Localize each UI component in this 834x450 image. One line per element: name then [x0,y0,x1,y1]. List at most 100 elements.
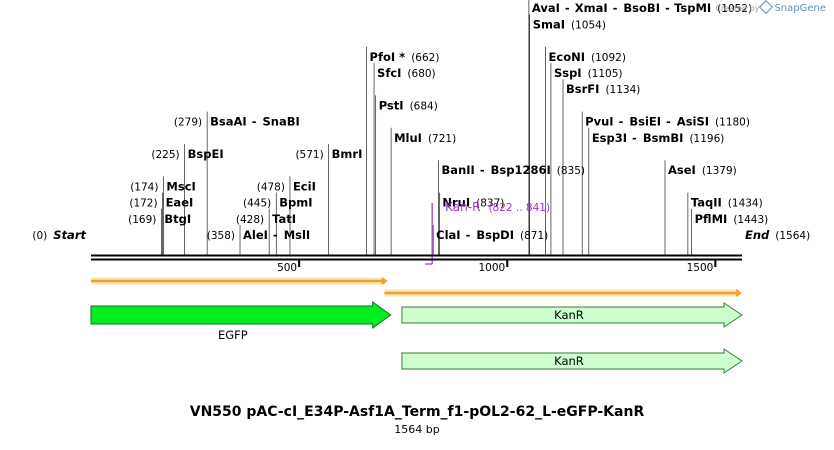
snapgene-logo-icon [759,0,774,15]
site-label-num: (835) [557,165,585,177]
site-label-num: (0) [32,230,47,242]
site-label: TatI [272,212,296,226]
site-label: End(1564) [745,228,810,242]
scale-tick-label: 1500 [687,262,714,274]
site-label-name: BpmI [279,196,312,210]
site-label: NruI(837) [442,196,504,210]
site-label-name: AsiSI [677,115,709,129]
site-label: TaqII (1434) [691,196,763,210]
map-size: 1564 bp [394,423,440,436]
site-label-sep: - [273,228,278,242]
site-label-name: MslI [284,228,311,242]
site-label: PflMI(1443) [695,212,769,226]
site-label-num: (1196) [689,133,724,145]
credit-prefix: Created by [715,4,760,13]
site-label-left: (172) [129,198,157,210]
site-label: MluI (721) [394,131,456,145]
site-label-num: (662) [411,52,439,64]
site-label: PstI(684) [379,98,438,112]
site-label-left: (174) [130,181,158,193]
site-label-name: BsoBI [623,1,660,15]
site-label-name: BsaAI [210,115,247,129]
site-label-name: BspDI [476,228,514,242]
site-label-num: (837) [476,198,504,210]
kanr-feature-label: Kan-R(822 .. 841) [445,200,550,214]
site-label-sep: - [619,115,624,129]
site-label-left: (169) [128,214,156,226]
site-label-sep: - [252,115,257,129]
site-label-name: BspEI [188,147,224,161]
site-label-num: (1054) [571,19,606,31]
site-label-sep: - [565,1,570,15]
site-label-italic: End [745,228,770,242]
site-label-name: PvuI [585,115,613,129]
site-label: BmrI [332,147,363,161]
site-label-name: SfcI [377,66,401,80]
site-label-name: AseI [668,163,696,177]
site-label-name: SnaBI [262,115,299,129]
site-label-num: (1134) [605,84,640,96]
site-label-name: SspI [554,66,582,80]
site-label: Esp3I-BsmBI(1196) [592,131,725,145]
site-label-left: (225) [151,149,179,161]
site-label-num: (172) [129,198,157,210]
site-label-italic: Start [53,228,86,242]
site-label-name: TaqII [691,196,722,210]
site-label-name: MluI [394,131,422,145]
site-label-name: SmaI [533,17,565,31]
site-label-num: (1105) [588,68,623,80]
site-label: BanII-Bsp1286I(835) [442,163,585,177]
site-label-num: (478) [257,181,285,193]
site-label-name: Bsp1286I [491,163,551,177]
site-label-name: EcoNI [549,50,585,64]
site-label-num: (1052) [717,3,752,15]
site-label-num: (721) [428,133,456,145]
site-label-name: XmaI [575,1,608,15]
site-label-sep: - [665,1,670,15]
site-label-name: PflMI [695,212,728,226]
site-label: PfoI *(662) [370,50,440,64]
site-label-num: (1180) [715,117,750,129]
site-label-left: (571) [295,149,323,161]
orf-arrowhead-icon [736,289,742,297]
credit-brand: SnapGene [774,3,826,14]
site-label-name: EaeI [166,196,194,210]
site-label: EcoNI(1092) [549,50,626,64]
orf-tracks [91,277,742,297]
site-label-num: (358) [207,230,235,242]
feature-label-kanr: KanR [554,354,584,368]
site-label: BsaAI-SnaBI [210,115,300,129]
site-label: SmaI (1054) [533,17,606,31]
site-label-num: (225) [151,149,179,161]
site-label: EciI [293,179,316,193]
site-label-name: Esp3I [592,131,627,145]
feature-arrow-egfp [90,301,392,329]
site-label-num: (445) [243,198,271,210]
site-label-left: (478) [257,181,285,193]
site-label: BsrFI(1134) [566,82,640,96]
feature-arrow-kanr [401,348,743,374]
site-label-name: BtgI [164,212,191,226]
map-title: VN550 pAC-cI_E34P-Asf1A_Term_f1-pOL2-62_… [189,404,645,420]
site-label-left: (279) [174,117,202,129]
site-label-num: (428) [236,214,264,226]
site-label: PvuI-BsiEI-AsiSI(1180) [585,115,750,129]
site-label: AvaI-XmaI-BsoBI-TspMI(1052) [532,1,752,15]
site-label-sep: - [632,131,637,145]
site-label-sep: - [480,163,485,177]
feature-range: (822 .. 841) [488,202,550,214]
site-label-num: (1434) [728,198,763,210]
site-label-name: BsiEI [629,115,661,129]
site-label-left: (0) Start [32,228,86,242]
site-label: BspEI [188,147,224,161]
site-label-left: (428) [236,214,264,226]
feature-label-kanr: KanR [554,308,584,322]
site-label: BpmI [279,196,312,210]
site-label-num: (1379) [702,165,737,177]
scale-tick-label: 500 [277,262,297,274]
site-label: AleI-MslI [243,228,310,242]
